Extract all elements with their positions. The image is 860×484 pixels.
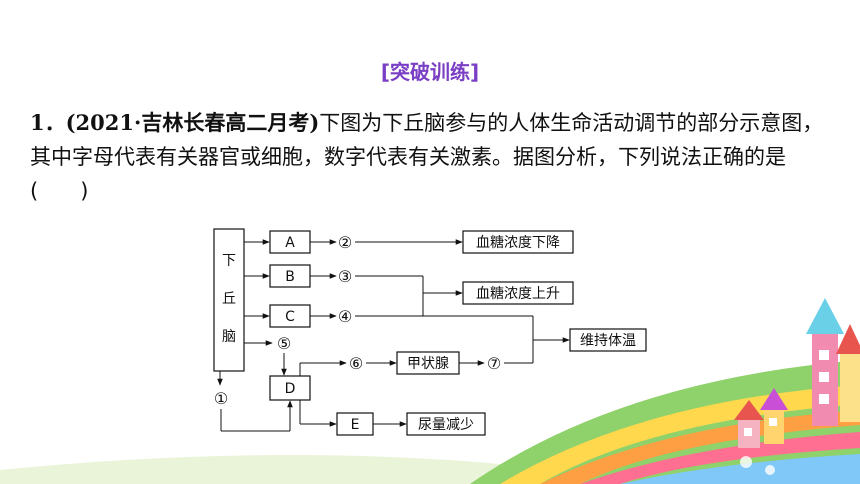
urine-label: 尿量减少 bbox=[418, 417, 474, 433]
house-icon-middle bbox=[760, 388, 788, 444]
diagram-svg: 下 丘 脑 A B C ② ③ ④ 血糖浓度下降 血糖浓度上升 维持体温 ⑤ D… bbox=[208, 223, 648, 437]
question-body: 下图为下丘脑参与的人体生命活动调节的部分示意图，其中字母代表有关器官或细胞，数字… bbox=[30, 111, 824, 203]
thyroid-label: 甲状腺 bbox=[407, 356, 449, 372]
glucose-up-label: 血糖浓度上升 bbox=[476, 286, 560, 302]
hypothalamus-char-2: 丘 bbox=[222, 291, 236, 307]
hormone-4: ④ bbox=[338, 307, 352, 326]
box-c-label: C bbox=[285, 309, 295, 325]
glucose-up-box bbox=[462, 281, 574, 305]
house-icon-left bbox=[734, 400, 764, 448]
box-a-label: A bbox=[285, 235, 295, 251]
regulation-diagram: 下 丘 脑 A B C ② ③ ④ 血糖浓度下降 血糖浓度上升 维持体温 ⑤ D… bbox=[208, 223, 648, 437]
hypothalamus-char-3: 脑 bbox=[222, 329, 236, 345]
box-b-label: B bbox=[285, 269, 295, 285]
body-temp-box bbox=[569, 328, 647, 352]
glucose-down-box bbox=[462, 230, 574, 254]
box-e-label: E bbox=[351, 417, 360, 433]
glucose-down-label: 血糖浓度下降 bbox=[476, 235, 560, 251]
hormone-1: ① bbox=[214, 389, 228, 408]
hypothalamus-char-1: 下 bbox=[222, 253, 236, 269]
section-heading: [突破训练] bbox=[380, 60, 480, 84]
question-number: 1． bbox=[30, 110, 66, 135]
tower-icon-right bbox=[806, 298, 860, 426]
hypothalamus-box bbox=[213, 228, 245, 372]
box-d bbox=[269, 375, 311, 401]
hormone-7: ⑦ bbox=[487, 354, 501, 373]
hormone-5: ⑤ bbox=[277, 334, 291, 353]
box-d-label: D bbox=[285, 381, 296, 397]
body-temp-label: 维持体温 bbox=[580, 333, 636, 349]
hormone-2: ② bbox=[338, 233, 352, 252]
hormone-3: ③ bbox=[338, 267, 352, 286]
hormone-6: ⑥ bbox=[349, 354, 363, 373]
question-text: 1．(2021·吉林长春高二月考)下图为下丘脑参与的人体生命活动调节的部分示意图… bbox=[30, 106, 830, 208]
question-source: (2021·吉林长春高二月考) bbox=[65, 110, 320, 135]
